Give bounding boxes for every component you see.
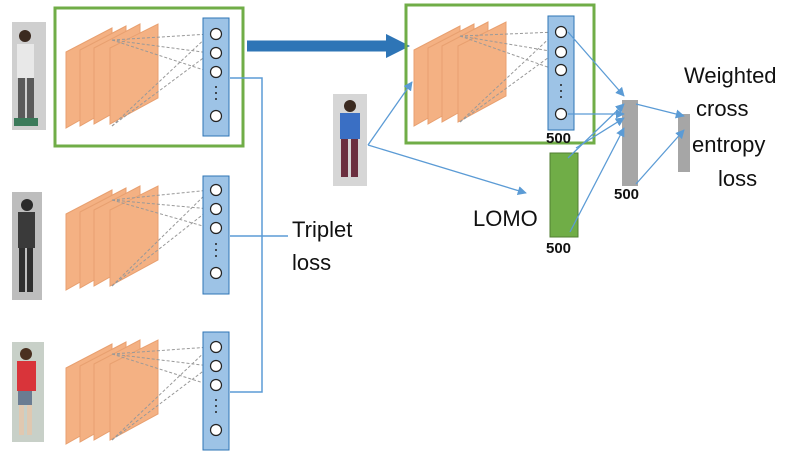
fc-layer-branch-1 <box>202 17 230 137</box>
lomo-label: LOMO <box>473 206 538 231</box>
fused-dimension-label: 500 <box>614 186 639 203</box>
loss-label-line-3: entropy <box>692 132 765 157</box>
output-block <box>678 114 690 172</box>
dashed-connections-branch-3 <box>111 346 211 441</box>
fusion-arrows <box>567 31 685 233</box>
person-image-3 <box>12 342 44 442</box>
fc-layer-branch-3 <box>202 331 230 451</box>
feature-maps-target <box>413 21 507 127</box>
feature-maps-branch-2 <box>65 185 159 291</box>
dashed-connections-target <box>459 31 557 123</box>
loss-label-line-2: cross <box>696 96 749 121</box>
loss-label-line-4: loss <box>718 166 757 191</box>
fc-dimension-label: 500 <box>546 130 571 147</box>
target-network-frame <box>404 3 596 145</box>
lomo-feature-block <box>549 152 579 238</box>
person-image-1 <box>12 22 46 130</box>
dashed-connections-branch-2 <box>111 189 211 287</box>
fc-layer-target <box>547 15 575 131</box>
loss-label-line-1: Weighted <box>684 63 777 88</box>
shared-network-frame <box>53 6 245 148</box>
triplet-loss-label-line-2: loss <box>292 250 331 275</box>
query-person-image <box>333 94 367 186</box>
triplet-loss-label-line-1: Triplet <box>292 217 352 242</box>
dashed-connections-branch-1 <box>111 33 211 127</box>
query-input-arrows <box>367 81 527 195</box>
feature-maps-branch-1 <box>65 23 159 129</box>
person-image-2 <box>12 192 42 300</box>
fc-layer-branch-2 <box>202 175 230 295</box>
feature-maps-branch-3 <box>65 339 159 445</box>
fused-feature-block <box>622 100 638 186</box>
triplet-loss-bracket <box>230 77 288 393</box>
lomo-dimension-label: 500 <box>546 240 571 257</box>
